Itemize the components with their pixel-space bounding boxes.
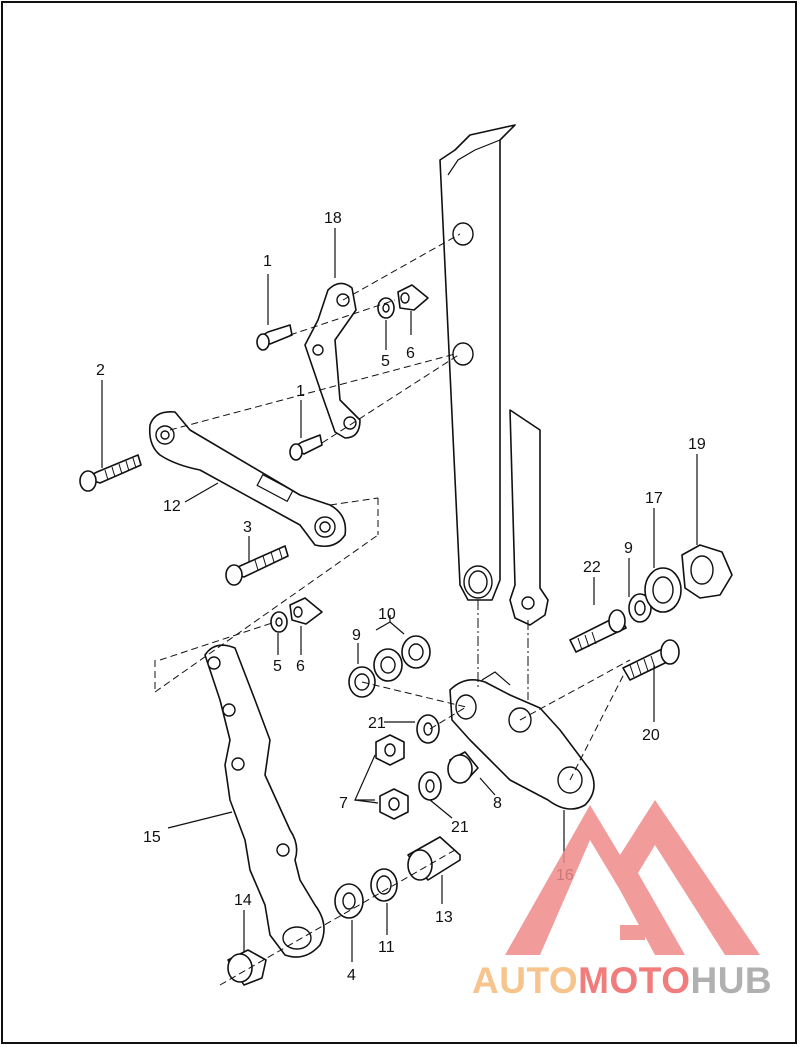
shift-lever-15 (204, 644, 325, 958)
washer-9-right (628, 593, 652, 623)
bushing-8 (447, 751, 479, 784)
callout-20: 20 (642, 727, 660, 744)
callout-5: 5 (273, 658, 282, 675)
link-rod-12 (148, 410, 347, 548)
bolt-20 (622, 639, 680, 681)
callout-9: 9 (624, 540, 633, 557)
callout-21: 21 (451, 819, 469, 836)
callout-1: 1 (263, 253, 272, 270)
callout-3: 3 (243, 519, 252, 536)
bushing-10-a (373, 648, 403, 682)
bushing-10-b (401, 635, 431, 669)
nut-6-lower (289, 597, 323, 625)
callout-21: 21 (368, 715, 386, 732)
bushing-14 (227, 949, 267, 986)
bolt-1-upper (256, 324, 293, 351)
callout-12: 12 (163, 498, 181, 515)
callout-11: 11 (378, 939, 395, 956)
bolt-1-lower (289, 434, 323, 461)
callout-13: 13 (435, 909, 453, 926)
watermark-text: AUTOMOTOHUB (472, 960, 773, 1001)
callout-19: 19 (688, 436, 706, 453)
washer-4 (334, 883, 364, 919)
bracket-18 (304, 282, 361, 439)
washer-5-lower (270, 611, 288, 633)
callout-10: 10 (378, 606, 396, 623)
callout-2: 2 (96, 362, 105, 379)
callout-17: 17 (645, 490, 663, 507)
bushing-11 (370, 868, 398, 902)
callout-14: 14 (234, 892, 252, 909)
nut-6-upper (397, 284, 429, 311)
callout-18: 18 (324, 210, 342, 227)
callout-6: 6 (296, 658, 305, 675)
sleeve-13 (407, 836, 461, 881)
callout-15: 15 (143, 829, 161, 846)
frame-tube (439, 124, 516, 601)
nut-19 (681, 544, 733, 599)
callout-8: 8 (493, 795, 502, 812)
leader-lines (101, 228, 698, 962)
washer-21-lower (418, 771, 442, 801)
nut-7-lower (379, 788, 409, 820)
watermark-logo-icon (505, 800, 760, 955)
callout-labels: 1 1 2 3 4 5 5 6 6 7 8 9 9 10 11 12 13 14… (96, 210, 706, 984)
bushing-17 (644, 567, 682, 613)
callout-4: 4 (347, 967, 356, 984)
callout-1: 1 (296, 383, 305, 400)
bolt-22 (569, 609, 627, 653)
callout-7: 7 (339, 795, 348, 812)
callout-9: 9 (352, 627, 361, 644)
callout-22: 22 (583, 559, 601, 576)
assembly-lines (154, 233, 631, 986)
washer-21-upper (416, 714, 440, 744)
bolt-2 (79, 454, 142, 492)
callout-6: 6 (406, 345, 415, 362)
bolt-3 (225, 545, 289, 586)
callout-5: 5 (381, 353, 390, 370)
nut-7-upper (375, 734, 405, 766)
shift-rod (509, 409, 549, 626)
washer-5-upper (377, 297, 395, 319)
